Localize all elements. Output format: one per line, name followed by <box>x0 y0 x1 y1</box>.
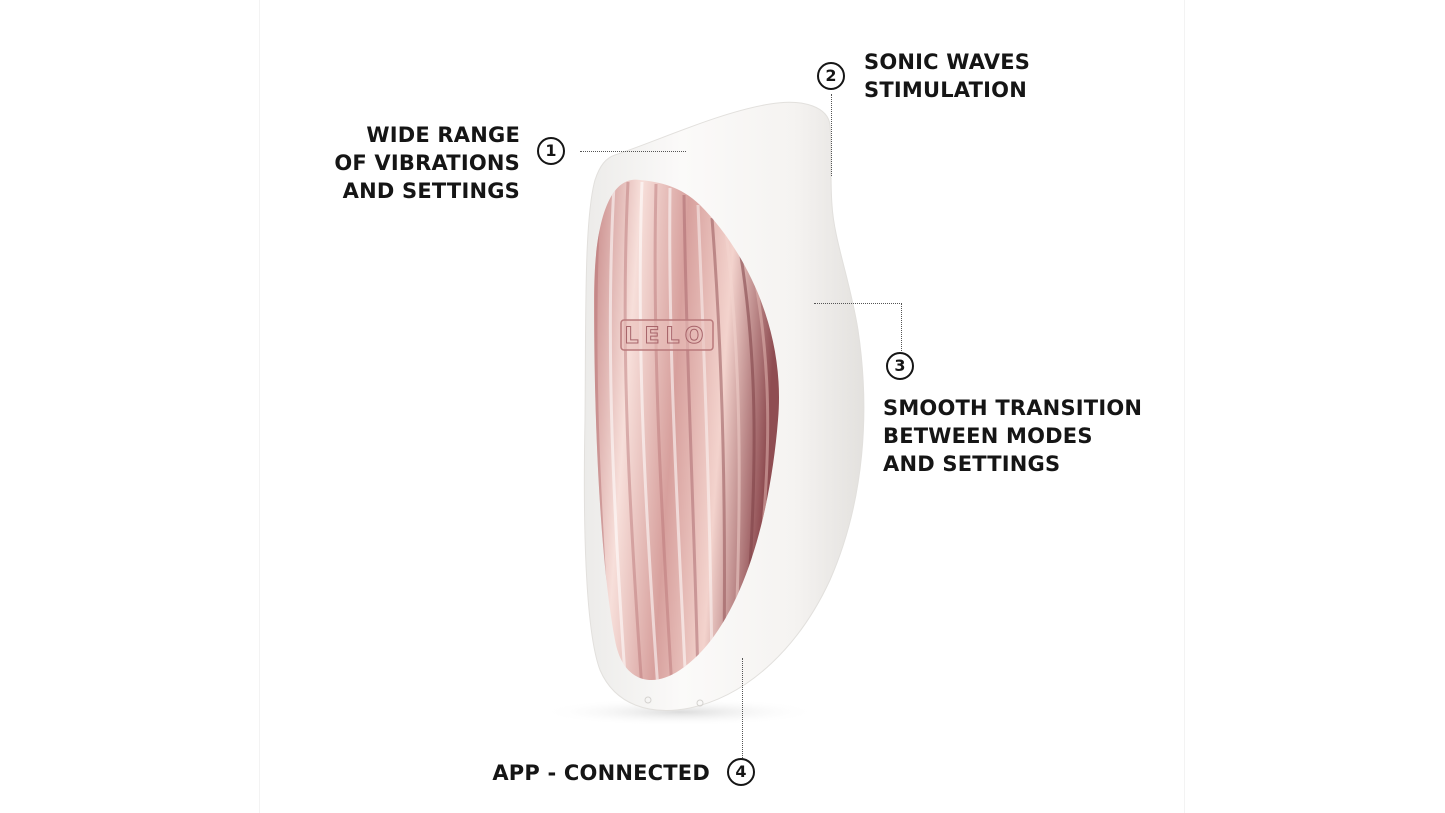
leader-line-3v <box>901 303 902 351</box>
callout-4-label: APP - CONNECTED <box>492 761 710 785</box>
callout-2-label: SONIC WAVES STIMULATION <box>864 50 1031 102</box>
control-button-icon <box>644 696 652 704</box>
ribbed-texture <box>594 181 770 680</box>
leader-line-2 <box>831 94 832 176</box>
callout-3-label: SMOOTH TRANSITION BETWEEN MODES AND SETT… <box>883 396 1143 476</box>
leader-line-1 <box>580 151 686 152</box>
callout-4-number: 4 <box>727 758 755 786</box>
logo-plaque <box>620 319 714 351</box>
callout-1-number: 1 <box>537 137 565 165</box>
callout-1-label: WIDE RANGE OF VIBRATIONS AND SETTINGS <box>334 123 520 203</box>
callout-2-number: 2 <box>817 62 845 90</box>
floor-shadow <box>540 698 820 726</box>
control-button-icon <box>696 699 704 707</box>
leader-line-4 <box>742 658 743 758</box>
callout-3-number: 3 <box>886 352 914 380</box>
leader-line-3h <box>814 303 902 304</box>
brand-logo: LELO <box>625 324 710 349</box>
